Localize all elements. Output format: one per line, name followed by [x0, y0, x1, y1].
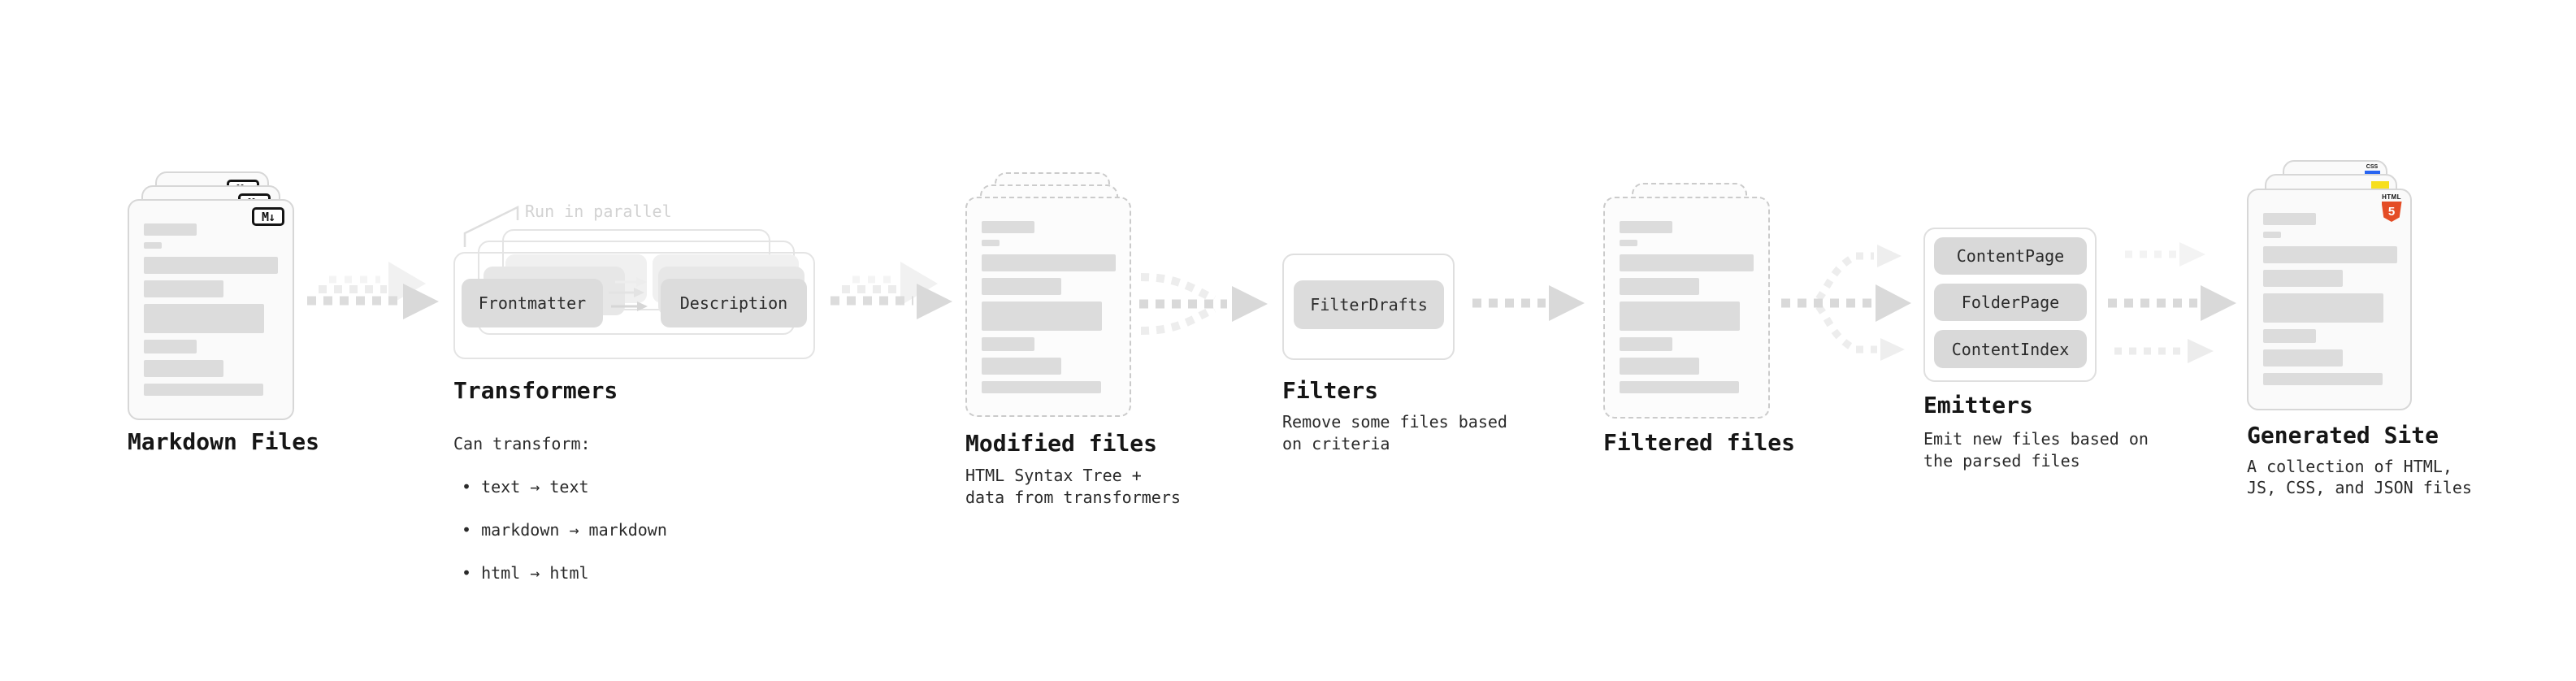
arrow-markdown-to-transformers [307, 262, 439, 319]
markdown-file-card-front: M↓ [128, 199, 294, 420]
content-line-placeholder [2263, 373, 2383, 385]
content-line-placeholder [2263, 270, 2343, 287]
css-icon-bar [2364, 171, 2380, 174]
filters-caption: Remove some files based on criteria [1282, 412, 1507, 453]
content-line-placeholder [982, 278, 1061, 295]
js-file-icon [2371, 181, 2389, 190]
can-transform-title: Can transform: [453, 434, 591, 453]
css-icon-label: CSS [2366, 164, 2379, 170]
markdown-files-label: Markdown Files [128, 428, 320, 455]
content-line-placeholder [982, 337, 1034, 351]
arrow-filtered-to-emitters-fan-out [1781, 245, 1911, 361]
arrow-filters-to-filtered [1472, 285, 1585, 321]
frontmatter-plugin-button: Frontmatter [462, 279, 603, 327]
content-line-placeholder [2263, 349, 2343, 367]
content-line-placeholder [982, 254, 1116, 271]
content-line-placeholder [2263, 232, 2281, 238]
generated-site-caption: A collection of HTML, JS, CSS, and JSON … [2247, 457, 2472, 497]
filtered-file-card-front [1603, 197, 1770, 419]
document-content-placeholder [2263, 213, 2397, 385]
content-line-placeholder [1620, 254, 1754, 271]
transformer-layer-front [453, 252, 815, 359]
emitters-label: Emitters [1923, 392, 2033, 419]
content-line-placeholder [144, 340, 197, 354]
document-content-placeholder [144, 223, 278, 396]
html5-file-icon: HTML 5 [2380, 193, 2403, 222]
filterdrafts-plugin-button: FilterDrafts [1294, 280, 1444, 329]
emitters-caption: Emit new files based on the parsed files [1923, 429, 2149, 471]
description-plugin-button: Description [661, 279, 807, 327]
content-line-placeholder [1620, 337, 1672, 351]
content-line-placeholder [982, 301, 1102, 331]
contentindex-emitter-button: ContentIndex [1934, 330, 2087, 368]
content-line-placeholder [144, 280, 223, 297]
content-line-placeholder [144, 257, 278, 274]
document-content-placeholder [1620, 221, 1754, 393]
markdown-icon-glyph: M↓ [261, 209, 275, 224]
arrow-modified-to-filters-fan-in [1139, 273, 1268, 335]
run-in-parallel-note: Run in parallel [525, 202, 672, 221]
arrow-emitters-to-generated [2108, 242, 2236, 363]
generated-file-card-front: HTML 5 [2247, 189, 2412, 410]
transform-bullet: • markdown → markdown [462, 520, 667, 540]
content-line-placeholder [2263, 246, 2397, 263]
content-line-placeholder [982, 240, 1000, 246]
content-line-placeholder [2263, 329, 2316, 343]
content-line-placeholder [144, 360, 223, 377]
css-file-icon: CSS [2362, 164, 2382, 174]
content-line-placeholder [2263, 213, 2316, 225]
content-line-placeholder [982, 358, 1061, 375]
transformers-label: Transformers [453, 377, 618, 404]
content-line-placeholder [144, 242, 162, 249]
html5-number: 5 [2387, 205, 2396, 219]
modified-files-label: Modified files [965, 430, 1158, 457]
transform-bullet: • html → html [462, 563, 589, 583]
content-line-placeholder [1620, 301, 1740, 331]
filters-label: Filters [1282, 377, 1379, 404]
content-line-placeholder [144, 304, 264, 333]
html5-icon-label: HTML [2382, 193, 2401, 201]
content-line-placeholder [1620, 240, 1637, 246]
modified-files-caption: HTML Syntax Tree + data from transformer… [965, 466, 1181, 507]
modified-file-card-front [965, 197, 1131, 417]
folderpage-emitter-button: FolderPage [1934, 284, 2087, 321]
generated-site-label: Generated Site [2247, 422, 2439, 449]
transformers-caption: Can transform: • text → text • markdown … [453, 411, 667, 605]
markdown-icon: M↓ [252, 207, 284, 226]
content-line-placeholder [1620, 381, 1739, 393]
content-line-placeholder [1620, 221, 1672, 233]
contentpage-emitter-button: ContentPage [1934, 237, 2087, 275]
transform-bullet: • text → text [462, 477, 589, 497]
document-content-placeholder [982, 221, 1116, 393]
arrow-transformers-to-modified [830, 262, 952, 319]
content-line-placeholder [2263, 293, 2383, 323]
content-line-placeholder [982, 381, 1101, 393]
filtered-files-label: Filtered files [1603, 429, 1796, 456]
content-line-placeholder [144, 384, 263, 396]
content-line-placeholder [144, 223, 197, 236]
content-line-placeholder [1620, 358, 1699, 375]
content-line-placeholder [1620, 278, 1699, 295]
content-line-placeholder [982, 221, 1034, 233]
